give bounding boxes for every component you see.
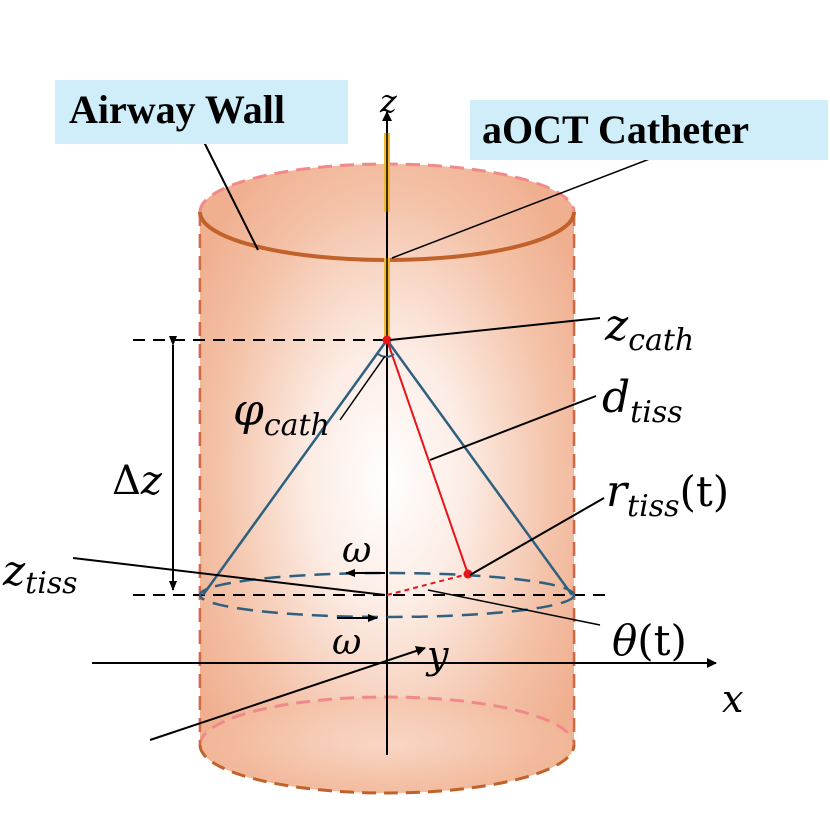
r-tiss-leader [469,497,605,576]
tissue-point [463,569,473,579]
theta-leader [427,589,601,626]
tissue-scan-ellipse [198,571,576,619]
z-tiss-label: ztiss [2,546,78,601]
r-tiss-label: rtiss(t) [606,466,729,524]
phi-cath-label: φcath [233,385,330,443]
z-tiss-leader [72,557,386,596]
catheter-callout: aOCT Catheter [470,100,828,160]
y-axis [149,646,426,741]
omega-bottom-label: ω [332,622,361,663]
ray-r-tiss [386,573,469,596]
cone-left-edge [201,339,389,596]
airway-wall-leader [203,141,259,251]
delta-z-label: Δz [112,458,163,504]
theta-label: θ(t) [612,616,687,665]
phi-angle-arc [377,353,395,358]
airway-wall-callout-text: Airway Wall [69,87,285,132]
z-axis-label: z [379,82,398,120]
z-cath-label: zcath [604,300,694,358]
catheter-callout-text: aOCT Catheter [482,107,749,152]
z-cath-leader [389,317,601,341]
catheter-leader [391,154,661,259]
d-tiss-label: dtiss [602,372,683,430]
catheter-tip-point [382,335,392,345]
airway-wall-callout: Airway Wall [55,80,348,144]
x-axis-label: x [722,677,743,721]
omega-top-label: ω [342,530,371,571]
cylinder-bottom-front-edge [198,744,576,795]
phi-leader [339,355,386,421]
y-axis-label: y [425,633,449,677]
d-tiss-leader [429,395,597,461]
cone-right-edge [385,339,574,596]
ray-d-tiss [386,339,469,575]
